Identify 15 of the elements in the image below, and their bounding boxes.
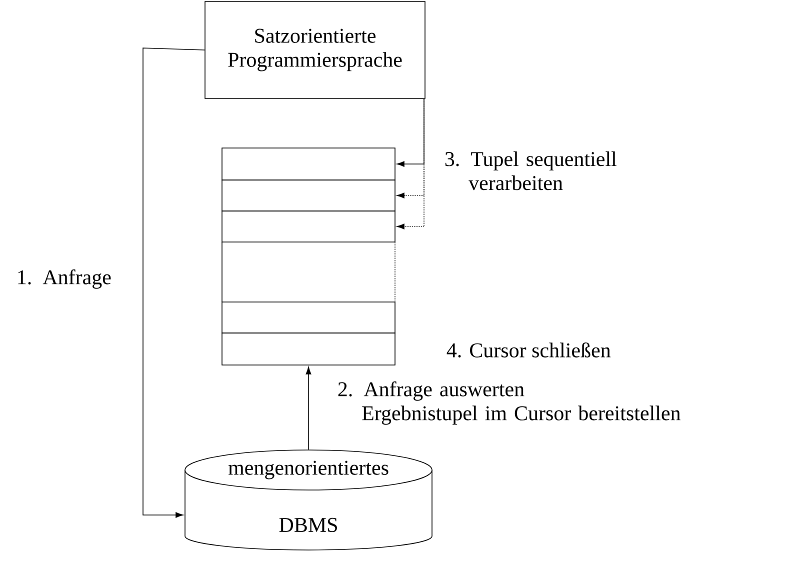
step-label: 4. Cursor schließen xyxy=(446,342,611,358)
edge-label: 3. Tupel sequentiell verarbeiten xyxy=(445,151,616,190)
table-row xyxy=(222,332,396,366)
table-row xyxy=(222,180,396,212)
process-box: Satzorientierte Programmiersprache xyxy=(204,1,426,99)
edge-label: 1. Anfrage xyxy=(18,269,111,289)
table-row xyxy=(222,148,396,180)
arrow xyxy=(396,98,424,167)
edge-label: 2. Anfrage auswerten Ergebnistupel im Cursor bereitstellen xyxy=(338,381,680,425)
table-row xyxy=(222,302,396,334)
node-label: DBMS xyxy=(279,518,337,532)
table-row xyxy=(222,210,396,242)
database-cylinder: mengenorientiertes DBMS xyxy=(184,450,432,550)
arrow xyxy=(306,366,312,450)
arrow xyxy=(142,48,206,518)
